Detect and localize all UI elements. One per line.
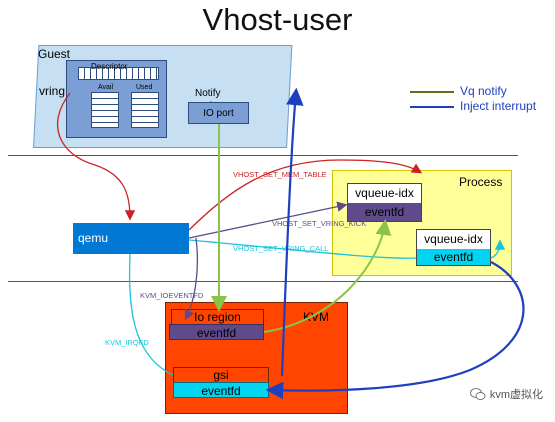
descriptor-table [78, 67, 159, 80]
legend-inject-interrupt-line [410, 106, 454, 108]
io-port-box: IO port [188, 102, 249, 124]
arrow-vring-to-qemu [56, 92, 136, 221]
arrow-kvm-irqfd [128, 253, 174, 376]
arrow-gsi-to-guest [280, 87, 304, 377]
edge-label-kvm-irqfd: KVM_IRQFD [105, 338, 149, 347]
separator-bottom [8, 281, 518, 282]
io-region-eventfd: eventfd [169, 324, 264, 340]
kvm-label: KVM [303, 310, 330, 324]
arrow-vqueue-to-gsi [265, 261, 525, 400]
vqueue-idx-label-1: vqueue-idx [355, 186, 414, 200]
edge-label-set-mem-table: VHOST_SET_MEM_TABLE [233, 170, 327, 179]
avail-label: Avail [98, 84, 114, 91]
wechat-icon [469, 387, 486, 401]
diagram-title: Vhost-user [202, 2, 353, 37]
legend-vq-notify-label: Vq notify [460, 84, 507, 98]
guest-label: Guest [38, 47, 71, 61]
watermark: kvm虚拟化 [469, 386, 543, 402]
arrow-set-vring-call-end [490, 239, 506, 259]
arrow-kvm-ioeventfd [184, 237, 199, 321]
descriptor-label: Descriptor [91, 62, 128, 71]
avail-ring [91, 92, 119, 128]
vring-label: vring [39, 84, 66, 98]
edge-label-kvm-ioeventfd: KVM_IOEVENTFD [140, 291, 204, 300]
separator-top [8, 155, 518, 156]
legend-vq-notify-line [410, 91, 454, 93]
arrow-set-vring-kick [188, 201, 348, 239]
qemu-box: qemu [73, 223, 189, 254]
arrow-set-mem-table [188, 159, 423, 231]
arrow-set-vring-call [188, 239, 417, 259]
arrow-ioregion-to-vqueue [263, 219, 392, 333]
vqueue-idx-label-2: vqueue-idx [424, 232, 483, 246]
legend-inject-interrupt-label: Inject interrupt [460, 99, 537, 113]
vqueue-eventfd-1: eventfd [348, 203, 421, 221]
vqueue-eventfd-2: eventfd [417, 249, 490, 265]
edge-label-set-vring-kick: VHOST_SET_VRING_KICK [272, 219, 367, 228]
used-ring [131, 92, 159, 128]
used-label: Used [136, 84, 153, 91]
gsi-eventfd: eventfd [173, 382, 269, 398]
vqueue-idx-box-2: vqueue-idx eventfd [416, 229, 491, 266]
process-label: Process [459, 175, 503, 189]
watermark-label: kvm虚拟化 [489, 389, 543, 401]
